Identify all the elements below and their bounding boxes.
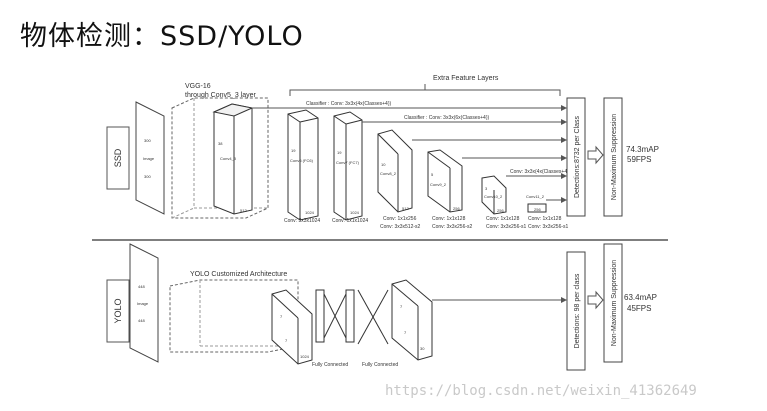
ssd-map: 74.3mAP <box>626 145 659 154</box>
classifier-label-3: Conv: 3x3x(4x(Classes+4)) <box>510 169 571 175</box>
ssd-caption-4b: Conv: 3x3x256-s2 <box>432 224 473 230</box>
ssd-detections-box <box>566 97 586 217</box>
yolo-fps: 45FPS <box>627 304 651 313</box>
yolo-nms-label: Non-Maximum Suppression <box>611 260 618 346</box>
ssd-input-mid: Image <box>143 156 155 161</box>
ssd-nms-label: Non-Maximum Suppression <box>611 114 618 200</box>
ssd-caption-3b: Conv: 3x3x512-s2 <box>380 224 421 230</box>
yolo-input-bot: 448 <box>138 318 145 323</box>
ssd-side-box <box>106 126 130 190</box>
ssd-block-conv8-2-bottom: 512 <box>402 206 409 211</box>
ssd-block-conv4-3-bottom: 512 <box>240 208 247 213</box>
ssd-block-conv4-3-name: Conv4_3 <box>220 156 237 161</box>
ssd-caption-4a: Conv: 1x1x128 <box>432 216 466 222</box>
ssd-block-conv7-name: Conv7 (FC7) <box>336 160 360 165</box>
yolo-fc-label-2: Fully Connected <box>362 362 398 368</box>
ssd-caption-6b: Conv: 3x3x256-s1 <box>528 224 569 230</box>
ssd-block-conv11-2-bottom: 256 <box>534 207 541 212</box>
ssd-block-conv10-2-top: 3 <box>485 186 488 191</box>
ssd-block-conv6-name: Conv6 (FC6) <box>290 158 314 163</box>
ssd-block-conv6-top: 19 <box>291 148 296 153</box>
ssd-block-conv9-2 <box>427 149 463 213</box>
yolo-block-a-top: 7 <box>280 314 283 319</box>
ssd-block-conv7 <box>333 111 363 221</box>
yolo-fc-bar-1 <box>315 289 325 343</box>
yolo-block-1024 <box>271 289 313 365</box>
ssd-input-image <box>135 101 165 215</box>
ssd-nms-box <box>603 97 623 217</box>
ssd-detections-label: Detections:8732 per Class <box>574 115 581 198</box>
ssd-block-conv8-2-name: Conv8_2 <box>380 171 397 176</box>
yolo-side-box <box>106 279 130 343</box>
watermark: https://blog.csdn.net/weixin_41362649 <box>385 383 697 399</box>
ssd-block-conv7-bottom: 1024 <box>350 210 360 215</box>
classifier-label-1: Classifier : Conv: 3x3x(4x(Classes+4)) <box>306 101 391 107</box>
yolo-block-b-depth: 30 <box>420 346 425 351</box>
ssd-caption-1: Conv: 3x3x1024 <box>284 218 320 224</box>
ssd-block-conv9-2-top: 5 <box>431 172 434 177</box>
ssd-caption-2: Conv: 1x1x1024 <box>332 218 368 224</box>
ssd-caption-5a: Conv: 1x1x128 <box>486 216 520 222</box>
yolo-detections-box <box>566 251 586 371</box>
yolo-input-top: 448 <box>138 284 145 289</box>
yolo-block-a-depth: 1024 <box>300 354 310 359</box>
yolo-block-a-side: 7 <box>285 338 288 343</box>
ssd-block-conv4-3-top: 38 <box>218 141 223 146</box>
yolo-block-output <box>391 279 433 361</box>
ssd-block-conv11-2-name: Conv11_2 <box>526 194 545 199</box>
ssd-block-conv9-2-bottom: 256 <box>453 206 460 211</box>
extra-layers-bracket <box>289 89 561 96</box>
ssd-nms-arrow <box>587 145 604 165</box>
yolo-arch-label: YOLO Customized Architecture <box>190 271 287 278</box>
page-title: 物体检测：SSD/YOLO <box>20 21 304 52</box>
yolo-input-mid: Image <box>137 301 149 306</box>
ssd-caption-6a: Conv: 1x1x128 <box>528 216 562 222</box>
extra-layers-label: Extra Feature Layers <box>433 75 499 82</box>
classifier-label-2: Classifier : Conv: 3x3x(6x(Classes+4)) <box>404 115 489 121</box>
ssd-caption-5b: Conv: 3x3x256-s1 <box>486 224 527 230</box>
ssd-block-conv10-2-name: Conv10_2 <box>484 194 503 199</box>
vgg-label-2: through Conv5_3 layer <box>185 92 256 99</box>
ssd-block-conv6 <box>287 109 319 221</box>
yolo-side-label: YOLO <box>113 298 123 323</box>
ssd-caption-3a: Conv: 1x1x256 <box>383 216 417 222</box>
ssd-block-conv9-2-name: Conv9_2 <box>430 182 447 187</box>
ssd-block-conv10-2-bottom: 256 <box>497 208 504 213</box>
yolo-block-b-top: 7 <box>400 304 403 309</box>
ssd-block-conv6-bottom: 1024 <box>305 210 315 215</box>
yolo-fc-label-1: Fully Connected <box>312 362 348 368</box>
ssd-fps: 59FPS <box>627 155 651 164</box>
ssd-input-bot: 300 <box>144 174 151 179</box>
ssd-section: SSD 300 Image 300 VGG-16 through Conv5_3… <box>106 75 659 230</box>
vgg-label-1: VGG-16 <box>185 83 211 90</box>
yolo-nms-box <box>603 243 623 363</box>
yolo-section: YOLO 448 Image 448 YOLO Customized Archi… <box>106 243 657 371</box>
yolo-fc-bar-2 <box>345 289 355 343</box>
yolo-map: 63.4mAP <box>624 293 657 302</box>
yolo-nms-arrow <box>587 290 604 310</box>
yolo-input-image <box>129 243 159 363</box>
ssd-block-conv8-2 <box>377 129 413 213</box>
ssd-block-conv7-top: 19 <box>337 150 342 155</box>
ssd-input-top: 300 <box>144 138 151 143</box>
yolo-block-b-side: 7 <box>404 330 407 335</box>
ssd-block-conv11-2 <box>527 203 547 213</box>
yolo-detections-label: Detections: 98 per class <box>574 273 581 348</box>
ssd-block-conv8-2-top: 10 <box>381 162 386 167</box>
ssd-side-label: SSD <box>113 148 123 167</box>
